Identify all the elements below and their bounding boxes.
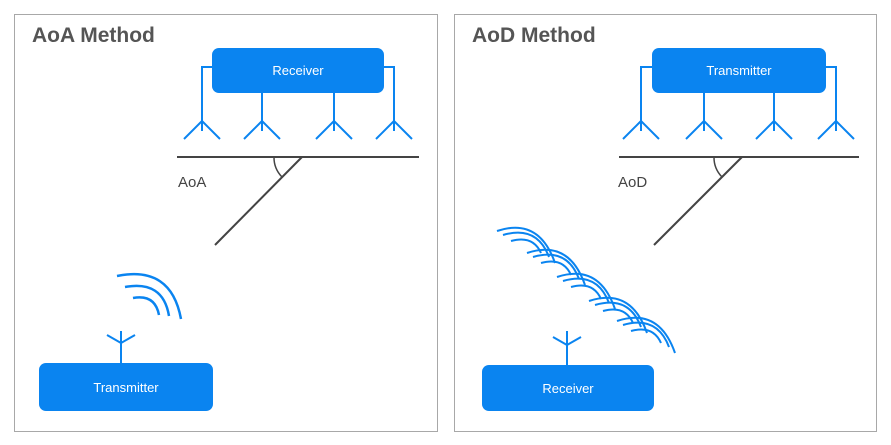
transmitter-box (39, 363, 213, 411)
receiver-antenna-icon (552, 331, 582, 365)
wave-fronts-icon (496, 226, 676, 354)
receiver-device-box (482, 365, 654, 411)
angle-label-aod: AoD (618, 174, 647, 191)
transmitter-box-label: Transmitter (93, 380, 159, 395)
aoa-panel-title: AoA Method (32, 24, 155, 47)
receiver-box-label: Receiver (272, 63, 324, 78)
signal-ray (214, 156, 303, 246)
signal-waves-icon (116, 272, 183, 320)
transmitter-antenna-icon (106, 331, 136, 363)
aod-illustration: Transmitter AoD (482, 48, 859, 411)
aoa-illustration: Receiver AoA (39, 48, 419, 411)
aod-panel: AoD Method Transmitter Ao (454, 14, 877, 432)
angle-arc (713, 156, 723, 178)
antenna-array-icon (183, 115, 413, 140)
receiver-device-label: Receiver (542, 381, 594, 396)
signal-ray (653, 156, 743, 246)
transmitter-array-box (652, 48, 826, 93)
antenna-array-icon (622, 115, 855, 140)
aoa-panel: AoA Method Receiver AoA (14, 14, 438, 432)
transmitter-array-label: Transmitter (706, 63, 772, 78)
angle-label-aoa: AoA (178, 174, 206, 191)
receiver-box (212, 48, 384, 93)
aod-panel-title: AoD Method (472, 24, 596, 47)
angle-arc (273, 156, 283, 178)
